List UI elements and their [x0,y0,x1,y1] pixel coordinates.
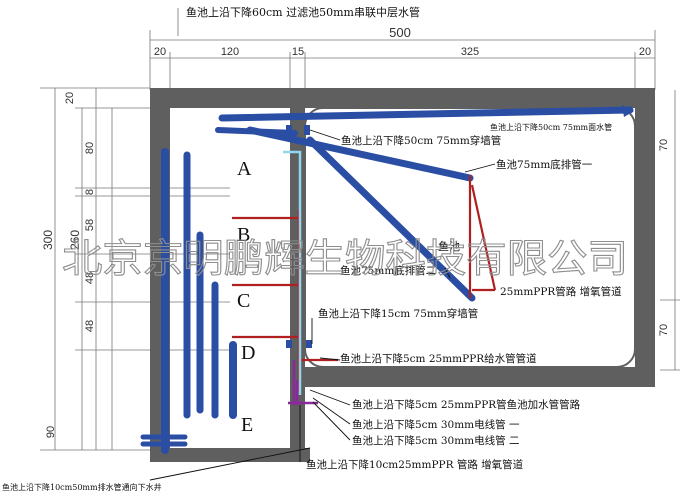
right-dimension-70-upper: 70 [658,139,670,151]
left-dimension-48-a: 48 [84,272,96,284]
left-inner-dimension: 260 [68,230,82,250]
company-watermark: 北京京明鹏辉生物科技有限公司 [62,237,628,282]
left-dimension-58: 58 [84,219,96,231]
left-dimension-8: 8 [84,189,96,195]
wall-fitting-d [306,340,312,348]
top-total-dimension: 500 [389,25,411,40]
outer-wall-top [150,88,655,108]
label-conduit-1: 鱼池上沿下降5cm 30mm电线管 一 [352,418,520,431]
aeration-leader-1 [470,184,497,291]
wall-fitting-a [286,125,292,135]
left-outer-dimension: 300 [41,230,55,250]
refill-pipe-cyan [283,150,302,395]
blue-pipes [140,106,634,454]
top-dimension-15: 15 [292,46,304,58]
label-ppr-refill: 鱼池上沿下降5cm 25mmPPR管鱼池加水管管路 [352,398,581,411]
surface-pipe-end-icon [622,105,634,117]
section-label-a: A [237,158,252,180]
right-dimension-70-lower: 70 [658,324,670,336]
surface-pipe-main [218,106,634,122]
right-dimension-lines [660,90,680,371]
label-conduit-2: 鱼池上沿下降5cm 30mm电线管 二 [352,434,519,447]
label-wall-pipe-d: 鱼池上沿下降15cm 75mm穿墙管 [318,307,478,320]
wall-fitting-a2 [304,125,310,135]
purple-conduits [288,360,318,405]
label-wall-pipe-a: 鱼池上沿下降50cm 75mm穿墙管 [341,134,501,147]
label-drain-well: 鱼池上沿下降10cm50mm排水管通向下水井 [2,482,162,492]
top-note: 鱼池上沿下降60cm 过滤池50mm串联中层水管 [186,5,420,19]
label-bottom-drain-2: 鱼池75mm底排管二 [340,264,436,277]
pond-floor-wall [290,367,655,387]
section-label-e: E [241,414,253,436]
filter-wall-bottom [150,448,310,462]
label-ppr-aeration-low: 鱼池上沿下降10cm25mmPPR 管路 增氧管道 [306,458,524,471]
top-dimension-20-right: 20 [639,46,651,58]
left-dimension-48-b: 48 [84,320,96,332]
section-label-c: C [237,290,250,312]
section-label-d: D [241,342,255,364]
bottom-drain-pipe-1 [246,126,474,182]
left-dimension-80: 80 [84,142,96,154]
top-dimension-325: 325 [461,46,479,58]
outer-wall-right [635,88,655,370]
top-dimension-20-left: 20 [154,46,166,58]
label-ppr-supply: 鱼池上沿下降5cm 25mmPPR给水管管道 [340,352,537,365]
label-ppr-aeration: 25mmPPR管路 增氧管道 [500,285,622,298]
top-dimension-120: 120 [221,46,239,58]
label-bottom-drain-1: 鱼池75mm底排管一 [496,158,593,171]
label-center-pond: 鱼池 [438,239,460,253]
left-dimension-20: 20 [64,92,76,104]
section-label-b: B [237,224,250,246]
bottom-drain-pipe-2 [306,136,476,302]
leader-lines [149,129,496,481]
top-dimension-lines [149,8,656,90]
label-mid-pipe: 鱼池上沿下降50cm 75mm面水管 [490,122,612,132]
left-dimension-90: 90 [45,426,57,438]
wall-fitting-d2 [286,340,292,348]
